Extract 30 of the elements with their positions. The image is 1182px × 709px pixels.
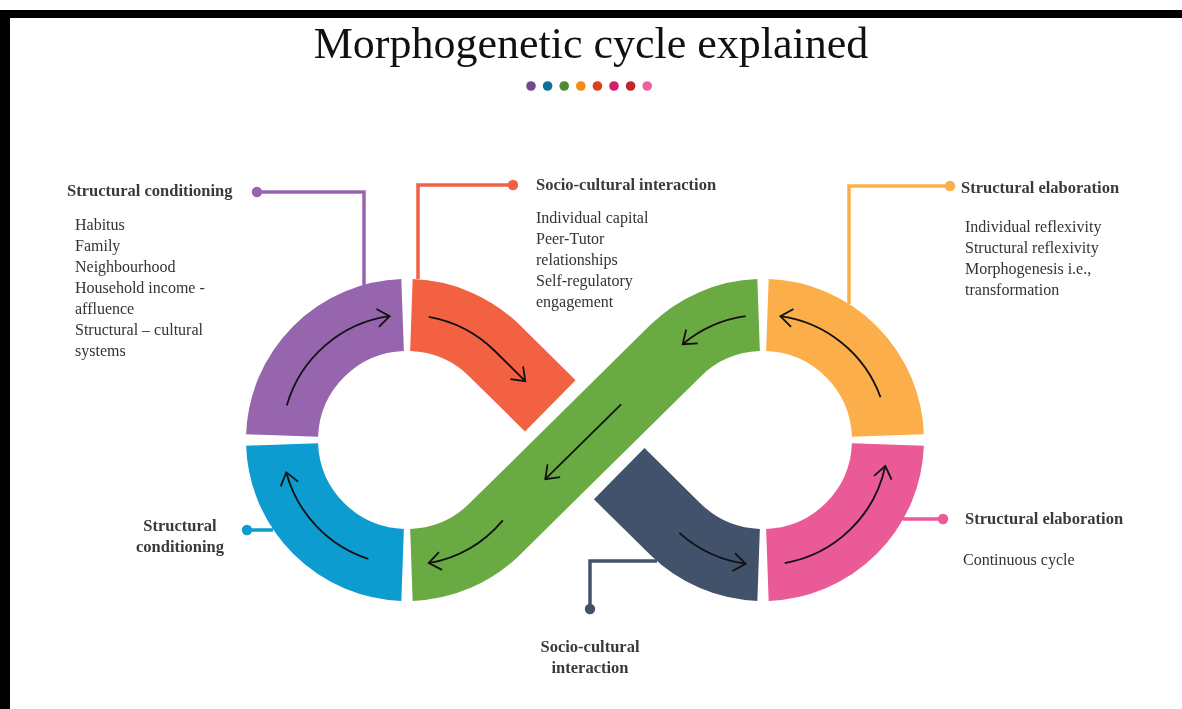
list-item: Family — [75, 236, 122, 256]
heading: Socio-cultural interaction — [539, 636, 641, 678]
heading: Socio-cultural interaction — [536, 174, 718, 195]
list-item: Individual capital — [536, 208, 650, 228]
list-item: Structural – cultural systems — [75, 320, 204, 361]
leader-line — [584, 559, 657, 615]
leader-line — [251, 186, 366, 285]
heading: Structural conditioning — [67, 180, 234, 201]
list-item: Individual reflexivity — [965, 217, 1103, 237]
heading: Structural elaboration — [961, 177, 1121, 198]
loop-segment — [246, 279, 407, 440]
list-item: Self-regulatory engagement — [536, 271, 634, 312]
loop-segment — [763, 279, 924, 440]
loop-segment — [763, 440, 924, 601]
list-item: Peer-Tutor relationships — [536, 229, 619, 270]
leader-line — [241, 524, 273, 536]
leader-line — [416, 179, 519, 279]
loop-segment — [246, 440, 407, 601]
list-item: Morphogenesis i.e., transformation — [965, 259, 1093, 300]
list-item: Continuous cycle — [963, 550, 1076, 570]
loop-segment — [593, 448, 763, 601]
list-item: Neighbourhood — [75, 257, 177, 277]
list-item: Household income - affluence — [75, 278, 206, 319]
heading: Structural conditioning — [135, 515, 225, 557]
list-item: Structural reflexivity — [965, 238, 1100, 258]
heading: Structural elaboration — [965, 508, 1125, 529]
list-item: Habitus — [75, 215, 126, 235]
leader-line — [903, 513, 949, 525]
leader-line — [847, 180, 956, 304]
title: Morphogenetic cycle explained — [312, 18, 870, 69]
